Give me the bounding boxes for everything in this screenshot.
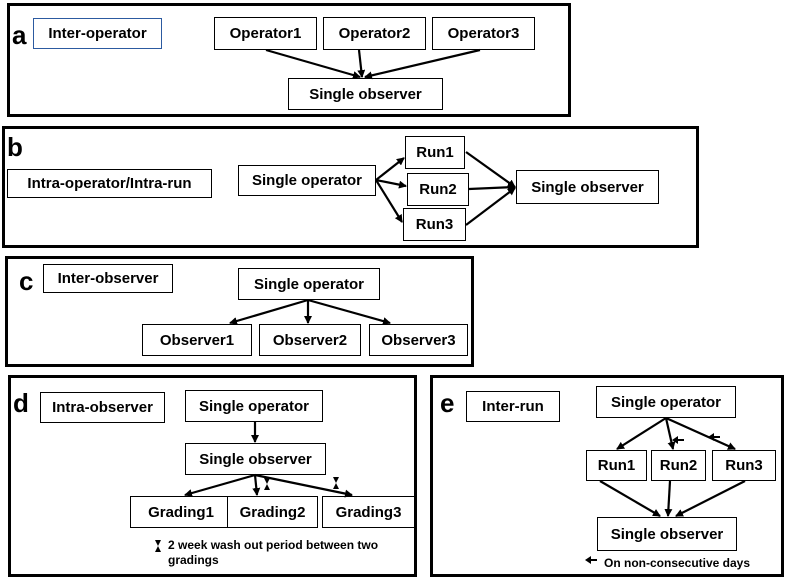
panel-d-operator-box: Single operator [185,390,323,422]
panel-e-letter: e [440,388,455,418]
panel-b-observer-box: Single observer [516,170,659,204]
panel-c-letter: c [19,266,34,296]
panel-e-run1-box: Run1 [586,450,647,481]
panel-b-run3-box: Run3 [403,208,466,241]
operator2-box: Operator2 [323,17,426,50]
observer3-box: Observer3 [369,324,468,356]
panel-e-run2-box: Run2 [651,450,706,481]
panel-e-note: On non-consecutive days [604,556,751,570]
observer2-box: Observer2 [259,324,361,356]
panel-c-title: Inter-observer [43,264,173,293]
panel-b-run2-box: Run2 [407,173,469,206]
panel-b-title: Intra-operator/Intra-run [7,169,212,198]
panel-b-operator-box: Single operator [238,165,376,196]
panel-e-title: Inter-run [466,391,560,422]
panel-c-operator-box: Single operator [238,268,380,300]
grading2-box: Grading2 [227,496,318,528]
panel-e-run3-box: Run3 [712,450,776,481]
panel-d-observer-box: Single observer [185,443,326,475]
panel-a-letter: a [12,20,27,50]
operator1-box: Operator1 [214,17,317,50]
operator3-box: Operator3 [432,17,535,50]
panel-d-note: 2 week wash out period between two gradi… [168,538,379,567]
panel-b-letter: b [7,132,23,162]
panel-e-observer-box: Single observer [597,517,737,551]
grading1-box: Grading1 [130,496,232,528]
panel-a-observer-box: Single observer [288,78,443,110]
panel-d-title: Intra-observer [40,392,165,423]
observer1-box: Observer1 [142,324,252,356]
grading3-box: Grading3 [322,496,415,528]
panel-b-run1-box: Run1 [405,136,465,169]
panel-d-letter: d [13,388,29,418]
panel-a-title: Inter-operator [33,18,162,49]
panel-e-operator-box: Single operator [596,386,736,418]
